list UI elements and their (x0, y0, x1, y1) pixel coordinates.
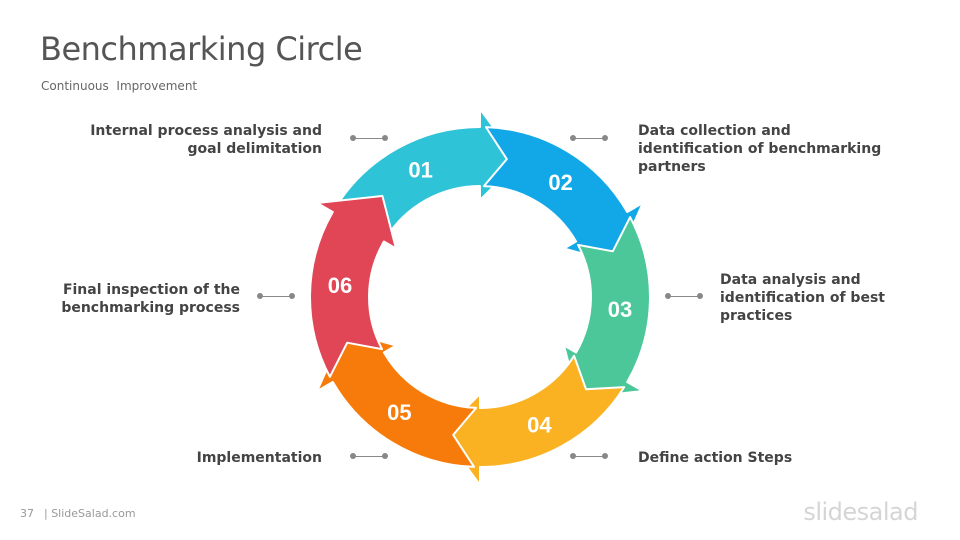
step-06-connector (257, 292, 295, 300)
step-01-connector (350, 134, 388, 142)
step-03-connector (665, 292, 703, 300)
step-04-label: Define action Steps (638, 450, 793, 466)
page-number: 37 (20, 507, 34, 520)
step-03-label: Data analysis and identification of best… (720, 272, 885, 324)
footer-source: | SlideSalad.com (44, 507, 136, 520)
step-04-connector (570, 452, 608, 460)
page-title: Benchmarking Circle (40, 30, 363, 68)
step-number-02: 02 (548, 170, 572, 195)
step-number-06: 06 (328, 273, 352, 298)
step-number-01: 01 (408, 158, 432, 183)
slidesalad-logo: slidesalad (803, 498, 918, 526)
page-subtitle: Continuous Improvement (41, 79, 198, 93)
step-number-04: 04 (527, 412, 552, 437)
step-number-05: 05 (387, 400, 411, 425)
step-02-connector (570, 134, 608, 142)
step-02-label: Data collection and identification of be… (638, 123, 882, 175)
cycle-arrow-06 (309, 194, 397, 378)
step-01-label: Internal process analysis and goal delim… (90, 123, 322, 157)
step-05-label: Implementation (196, 450, 322, 466)
step-06-label: Final inspection of the benchmarking pro… (61, 282, 240, 316)
step-number-03: 03 (608, 297, 632, 322)
step-05-connector (350, 452, 388, 460)
